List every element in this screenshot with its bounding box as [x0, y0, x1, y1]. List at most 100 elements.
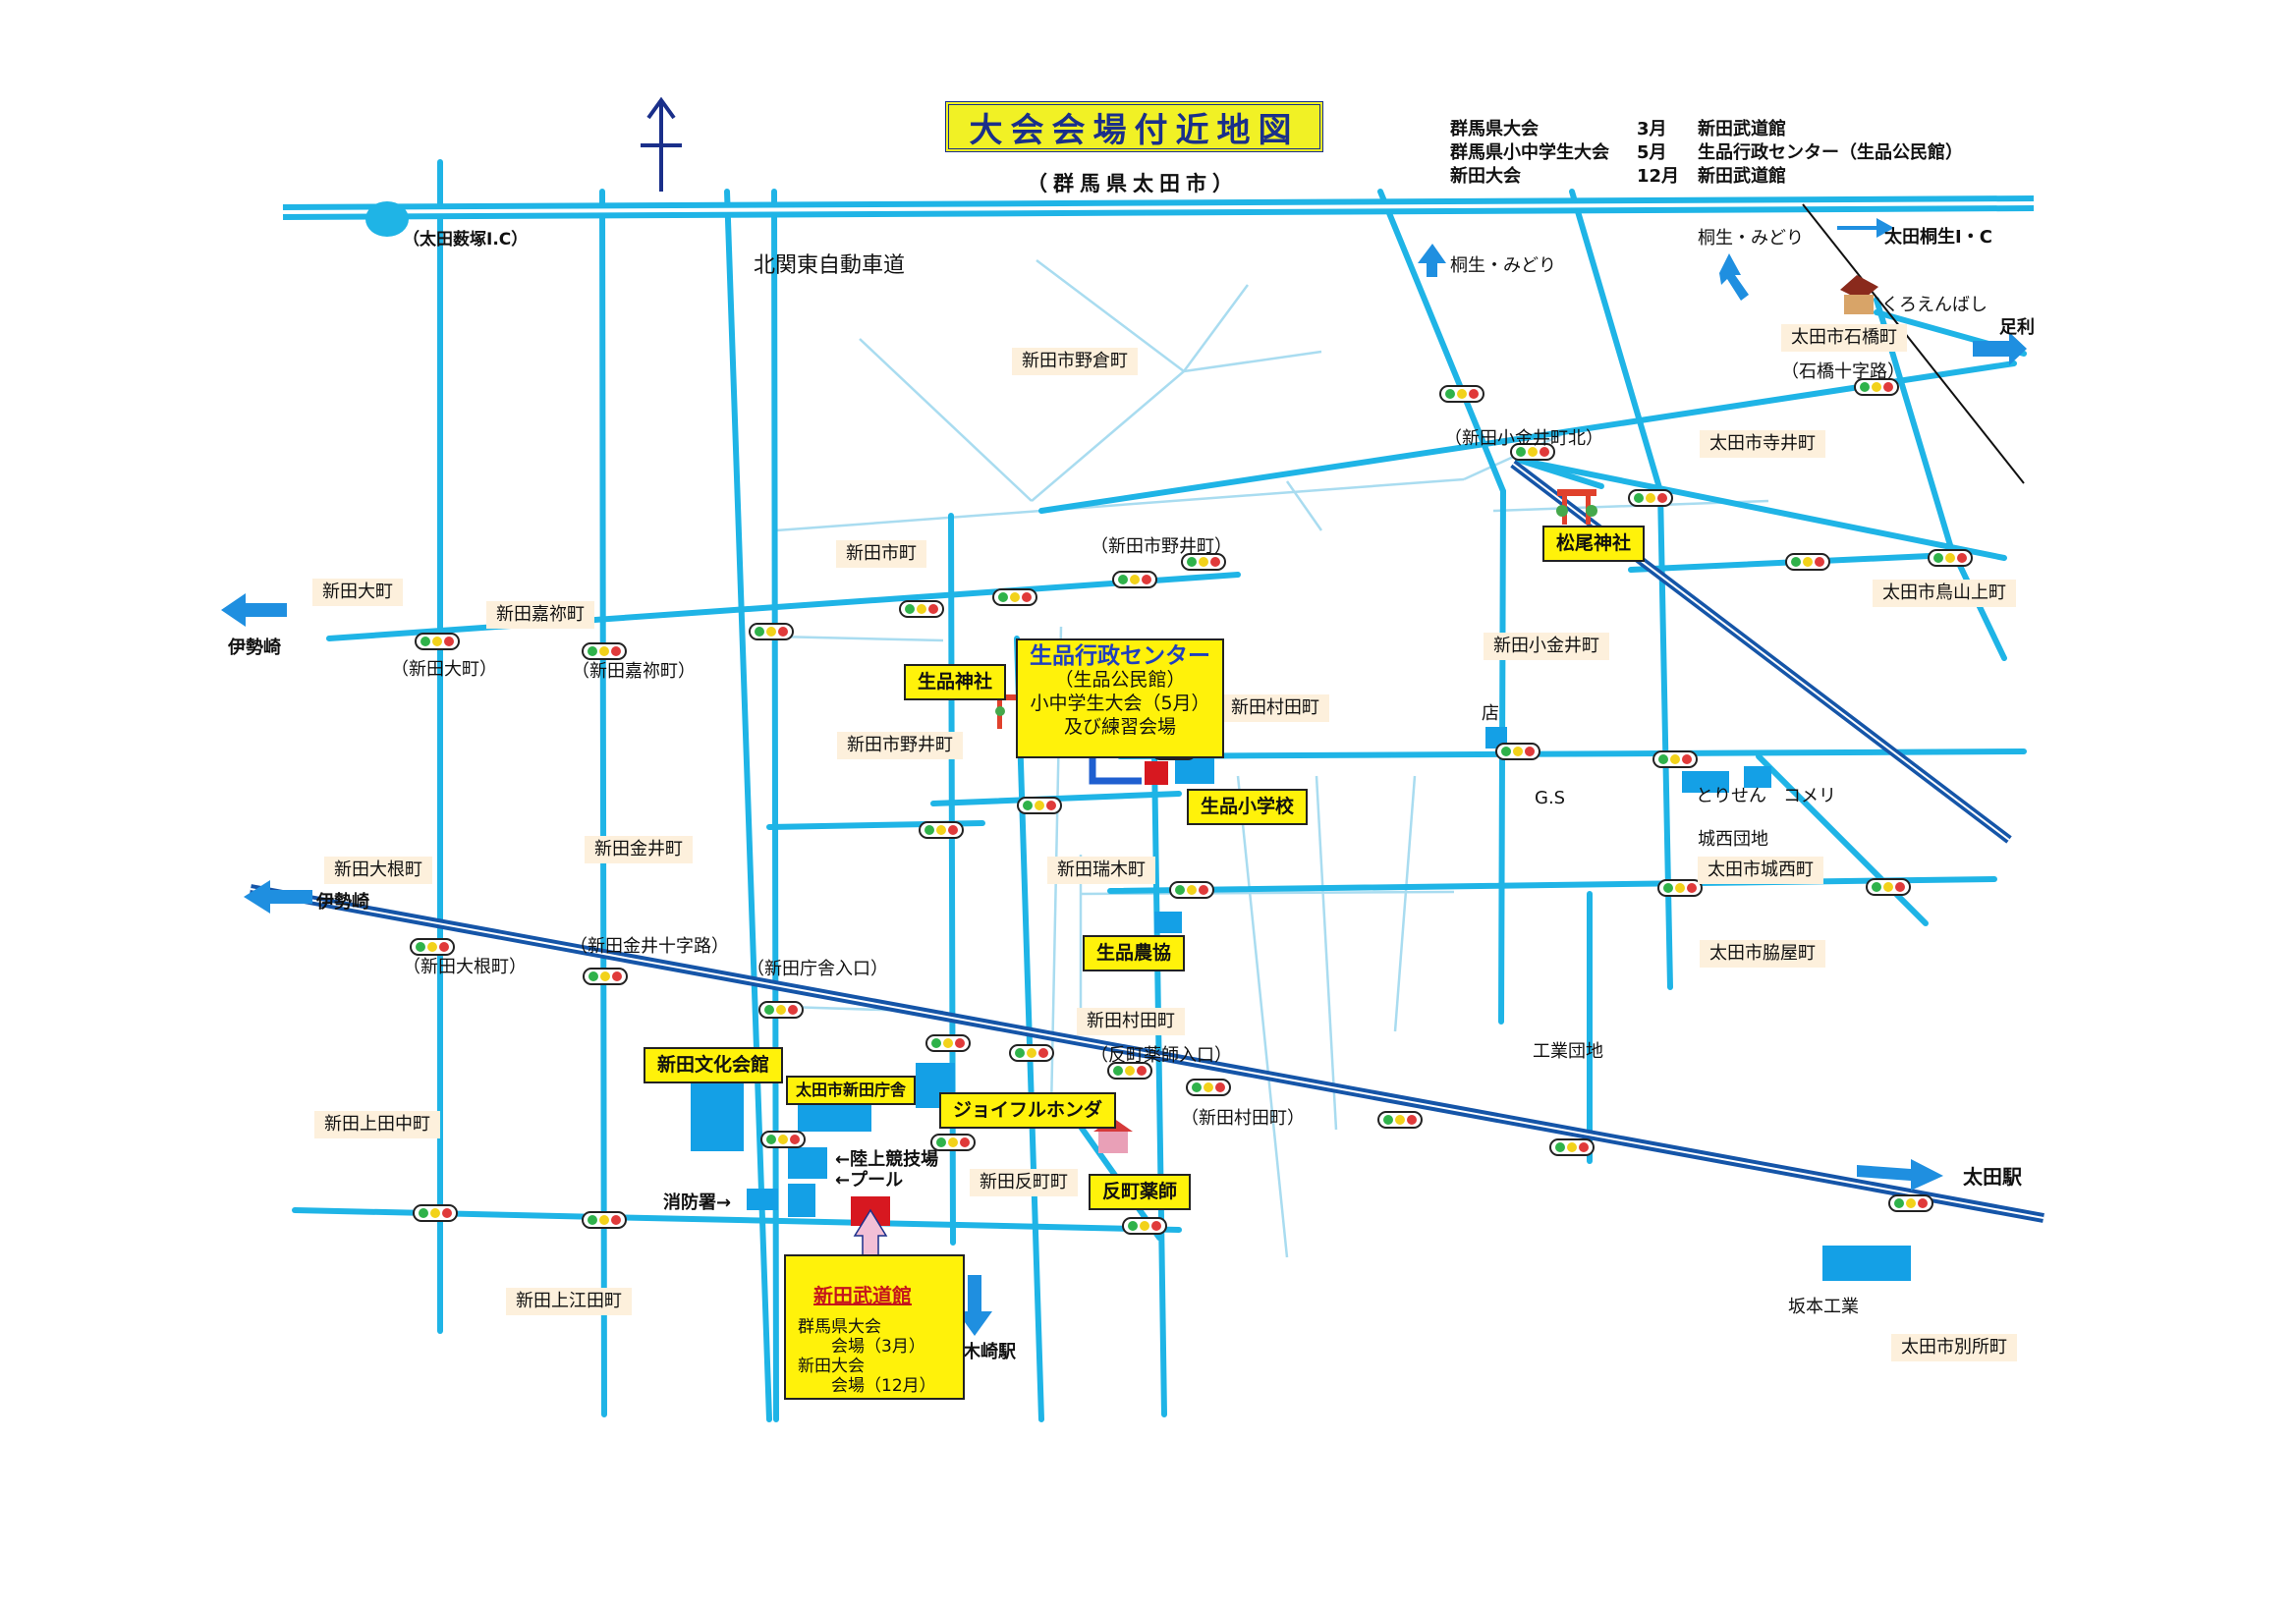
district-plate: 新田市町 — [836, 540, 926, 568]
district-plate: 太田市別所町 — [1891, 1334, 2017, 1361]
map-subtitle: （群馬県太田市） — [1027, 172, 1239, 195]
legend-event: 群馬県小中学生大会 — [1450, 142, 1609, 163]
ikushina-school-label[interactable]: 生品小学校 — [1187, 789, 1309, 825]
traffic-light-icon — [1186, 1079, 1231, 1096]
budokan-box[interactable]: 新田武道館 群馬県大会 会場（3月） 新田大会 会場（12月） — [784, 1254, 965, 1400]
traffic-light-icon — [1495, 743, 1540, 760]
matsuo-shrine-label[interactable]: 松尾神社 — [1542, 526, 1646, 562]
center-line: 及び練習会場 — [1063, 716, 1176, 738]
building-block — [1744, 766, 1771, 788]
intersection-label: （新田市野井町） — [1091, 536, 1232, 557]
traffic-light-icon — [758, 1001, 804, 1019]
traffic-light-icon — [1112, 571, 1157, 588]
traffic-light-icon — [410, 938, 455, 956]
direction-label: 太田桐生I・C — [1884, 227, 1992, 248]
district-plate: 新田村田町 — [1077, 1008, 1185, 1035]
building-block — [691, 1081, 744, 1151]
center-line: （生品公民館） — [1054, 669, 1186, 691]
legend-row: 群馬県小中学生大会 5月 生品行政センター（生品公民館） — [1450, 139, 2000, 163]
traffic-light-icon — [1017, 797, 1062, 814]
traffic-light-icon — [1652, 750, 1698, 768]
traffic-light-icon — [1888, 1194, 1933, 1212]
intersection-label: （石橋十字路） — [1781, 361, 1905, 382]
arrow-to-center-icon — [1089, 751, 1142, 785]
legend-event: 新田大会 — [1450, 166, 1521, 187]
traffic-light-icon — [1854, 378, 1899, 396]
bunka-kaikan-label[interactable]: 新田文化会館 — [644, 1047, 784, 1083]
direction-label: 足利 — [1999, 317, 2035, 338]
building-block — [1822, 1246, 1911, 1281]
district-plate: 新田市野倉町 — [1012, 348, 1138, 375]
legend-month: 12月 — [1637, 166, 1680, 187]
budokan-title: 新田武道館 — [813, 1284, 912, 1307]
traffic-light-icon — [919, 821, 964, 839]
torii-icon — [1556, 489, 1597, 525]
district-plate: 新田上江田町 — [506, 1288, 632, 1315]
arrow-west-icon — [221, 593, 287, 627]
landmark-label: 坂本工業 — [1788, 1297, 1859, 1317]
venue-marker — [1145, 761, 1168, 785]
district-plate: 太田市脇屋町 — [1700, 940, 1825, 968]
legend-row: 群馬県大会 3月 新田武道館 — [1450, 115, 2000, 139]
building-block — [1154, 912, 1182, 933]
traffic-light-icon — [415, 633, 460, 650]
traffic-light-icon — [992, 588, 1037, 606]
traffic-light-icon — [925, 1034, 971, 1052]
traffic-light-icon — [583, 968, 628, 985]
building-block — [747, 1189, 778, 1210]
station-label: 太田駅 — [1963, 1165, 2022, 1189]
legend-venue: 生品行政センター（生品公民館） — [1698, 142, 1963, 163]
district-plate: 新田瑞木町 — [1047, 857, 1155, 884]
traffic-lights — [410, 378, 1973, 1235]
joyful-honda-label[interactable]: ジョイフルホンダ — [939, 1092, 1117, 1129]
traffic-light-icon — [1439, 385, 1484, 403]
arrow-north-icon — [1719, 253, 1749, 301]
landmark-label: くろえんばし — [1881, 295, 1988, 315]
north-arrow-icon — [641, 96, 682, 192]
ja-label[interactable]: 生品農協 — [1083, 935, 1186, 971]
traffic-light-icon — [1107, 1062, 1152, 1080]
arrow-east-icon — [1837, 218, 1894, 238]
legend-venue: 新田武道館 — [1698, 119, 1786, 139]
traffic-light-icon — [1657, 879, 1703, 897]
intersection-label: （新田金井十字路） — [570, 936, 729, 957]
legend-event: 群馬県大会 — [1450, 119, 1539, 139]
legend-month: 3月 — [1637, 119, 1667, 139]
building-block — [1682, 771, 1729, 793]
traffic-light-icon — [582, 1211, 627, 1229]
intersection-label: （新田村田町） — [1181, 1108, 1305, 1129]
landmark-label: ←陸上競技場 — [835, 1149, 939, 1170]
ikushina-shrine-label[interactable]: 生品神社 — [904, 664, 1007, 700]
district-plate: 新田村田町 — [1221, 694, 1329, 722]
legend-month: 5月 — [1637, 142, 1667, 163]
traffic-light-icon — [1549, 1138, 1595, 1156]
intersection-label: （新田大町） — [391, 659, 497, 680]
legend-venue: 新田武道館 — [1698, 166, 1786, 187]
center-title: 生品行政センター — [1030, 643, 1210, 669]
house-icon — [1840, 275, 1878, 314]
intersection-label: （新田小金井町北） — [1444, 428, 1603, 449]
station-label: 木崎駅 — [963, 1342, 1016, 1362]
chosha-label[interactable]: 太田市新田庁舎 — [786, 1076, 917, 1105]
district-plate: 太田市城西町 — [1698, 857, 1823, 884]
arrow-west-icon — [244, 880, 312, 914]
district-plate: 新田上田中町 — [314, 1111, 440, 1138]
district-plate: 太田市鳥山上町 — [1873, 580, 2016, 607]
traffic-light-icon — [413, 1204, 458, 1222]
traffic-light-icon — [1377, 1111, 1423, 1129]
traffic-light-icon — [930, 1134, 976, 1151]
landmark-label: ←プール — [835, 1170, 904, 1191]
interchange-label: （太田薮塚I.C） — [403, 230, 529, 250]
intersection-label: （新田嘉祢町） — [572, 661, 696, 682]
ikushina-center-box[interactable]: 生品行政センター （生品公民館） 小中学生大会（5月） 及び練習会場 — [1016, 638, 1224, 758]
arrow-east-icon — [1857, 1159, 1943, 1191]
sorimachi-yakushi-label[interactable]: 反町薬師 — [1089, 1174, 1192, 1210]
traffic-light-icon — [899, 600, 944, 618]
landmark-label: 店 — [1482, 703, 1499, 724]
direction-label: 桐生・みどり — [1698, 228, 1804, 249]
center-line: 小中学生大会（5月） — [1030, 693, 1210, 714]
pointer-line — [1802, 203, 2025, 484]
direction-label: 伊勢崎 — [228, 638, 281, 658]
district-plate: 新田小金井町 — [1484, 633, 1609, 660]
